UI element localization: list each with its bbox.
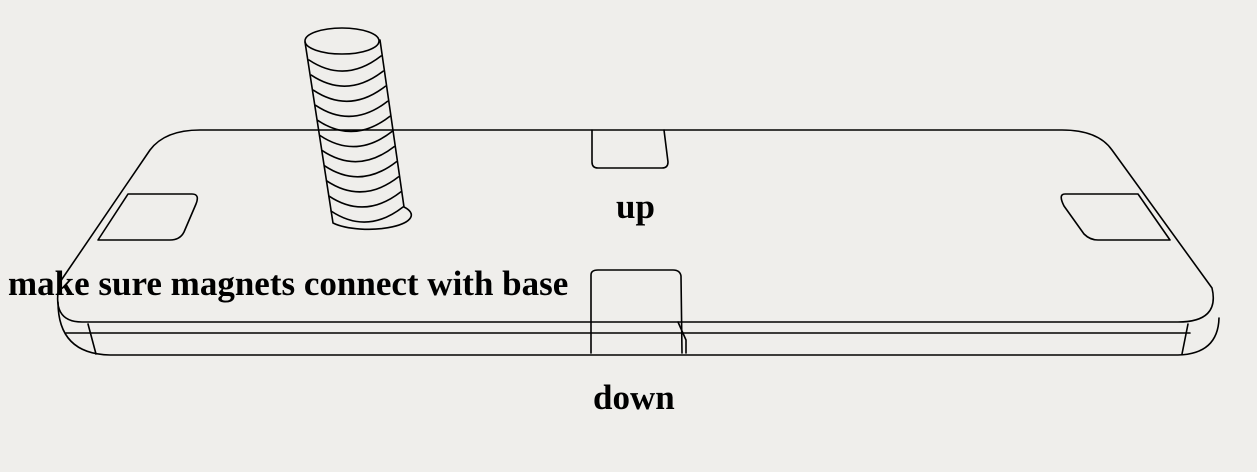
magnet-stack-body (304, 39, 413, 231)
front-notch-inner-edge (677, 321, 687, 354)
right-magnet-slot (1060, 193, 1171, 241)
magnet-stack-top (304, 27, 380, 55)
magnet-disc-ring (312, 85, 387, 102)
label-up: up (616, 187, 655, 226)
magnet-disc-ring (314, 100, 389, 118)
magnet-disc-ring (321, 145, 395, 163)
magnet-rings (308, 55, 404, 223)
magnet-disc-ring (328, 191, 402, 208)
label-magnets-note: make sure magnets connect with base (8, 264, 569, 303)
plate-front-bottom-edge (57, 301, 1220, 356)
base-plate (56, 129, 1220, 356)
front-notch (590, 269, 683, 354)
magnet-disc-ring (330, 206, 404, 223)
magnet-disc-ring (317, 115, 391, 133)
magnet-disc-ring (319, 130, 393, 148)
magnet-disc-ring (323, 160, 398, 178)
magnet-disc-ring (310, 70, 384, 87)
top-notch (591, 129, 669, 169)
plate-right-chamfer (1181, 323, 1189, 355)
plate-top-face (56, 129, 1214, 323)
magnet-stack (304, 27, 413, 231)
plate-left-chamfer (87, 323, 97, 355)
left-magnet-slot (97, 193, 199, 241)
magnet-disc-ring (308, 55, 382, 72)
magnet-disc-ring (325, 176, 400, 193)
label-down: down (593, 378, 675, 417)
